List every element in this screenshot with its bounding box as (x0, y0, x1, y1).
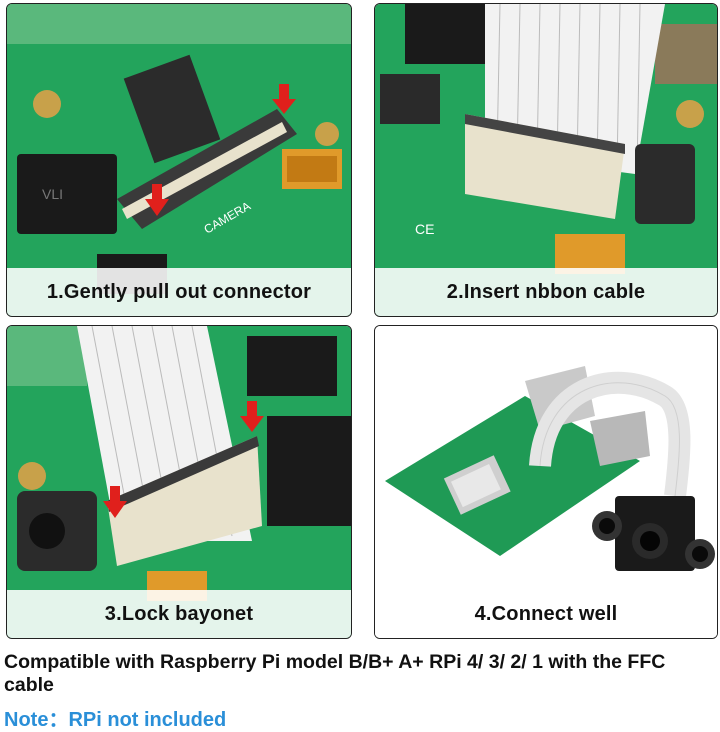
step-4-photo (375, 326, 717, 638)
note-text: RPi not included (68, 709, 227, 731)
svg-text:VLI: VLI (42, 186, 63, 202)
step-2-panel: CE 2.Insert nbbon cable (374, 3, 718, 317)
step-4-panel: 4.Connect well (374, 325, 718, 639)
note-line: Note：RPi not included (4, 703, 226, 732)
step-3-photo (7, 326, 351, 638)
red-arrow-icon (145, 184, 169, 216)
step-3-caption: 3.Lock bayonet (7, 590, 351, 638)
red-arrow-icon (103, 486, 127, 518)
step-4-caption: 4.Connect well (375, 590, 717, 638)
step-2-caption: 2.Insert nbbon cable (375, 268, 717, 316)
step-1-caption: 1.Gently pull out connector (7, 268, 351, 316)
svg-text:CE: CE (415, 221, 434, 237)
step-1-panel: VLI CAMERA 1.Gently pull out connector (6, 3, 352, 317)
step-3-panel: 3.Lock bayonet (6, 325, 352, 639)
step-2-photo: CE (375, 4, 717, 316)
compatibility-text: Compatible with Raspberry Pi model B/B+ … (4, 651, 666, 696)
red-arrow-icon (272, 84, 296, 114)
note-label: Note： (4, 709, 69, 731)
red-arrow-icon (240, 401, 264, 432)
